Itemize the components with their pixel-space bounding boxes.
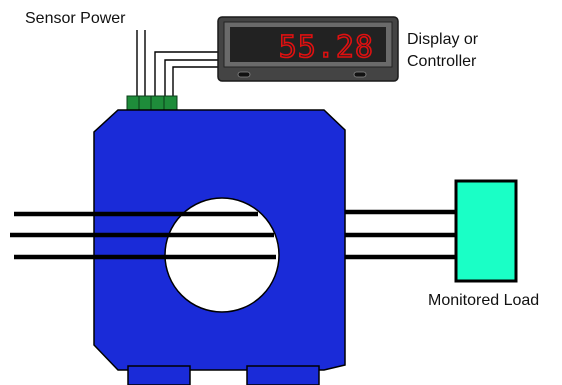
sensor-power-wires: [136, 30, 146, 97]
monitored-load-box: [454, 179, 518, 283]
display-controller: 55.28: [217, 16, 399, 82]
display-label-line-2: Controller: [407, 53, 477, 70]
display-face: [230, 27, 386, 62]
sensor-foot-right: [246, 365, 320, 385]
conductors-left: [10, 211, 276, 260]
display-label-line-1: Display or: [407, 31, 479, 48]
signal-wire-2: [164, 59, 218, 97]
display-reading: 55.28: [279, 30, 374, 65]
signal-wire-1: [154, 51, 218, 97]
signal-wire-3: [172, 66, 218, 97]
signal-wires: [154, 51, 218, 97]
sensor-foot-left: [127, 365, 191, 385]
sensor-connector: [126, 95, 178, 111]
display-screw-left: [237, 71, 251, 78]
sensor-power-label: Sensor Power: [25, 10, 126, 27]
connector-block: [126, 95, 178, 111]
display-controller-label: Display or Controller: [407, 29, 478, 73]
display-screw-right: [353, 71, 367, 78]
monitored-load-label: Monitored Load: [428, 292, 540, 309]
current-sensor: [93, 109, 346, 385]
conductors-right: [345, 209, 456, 260]
